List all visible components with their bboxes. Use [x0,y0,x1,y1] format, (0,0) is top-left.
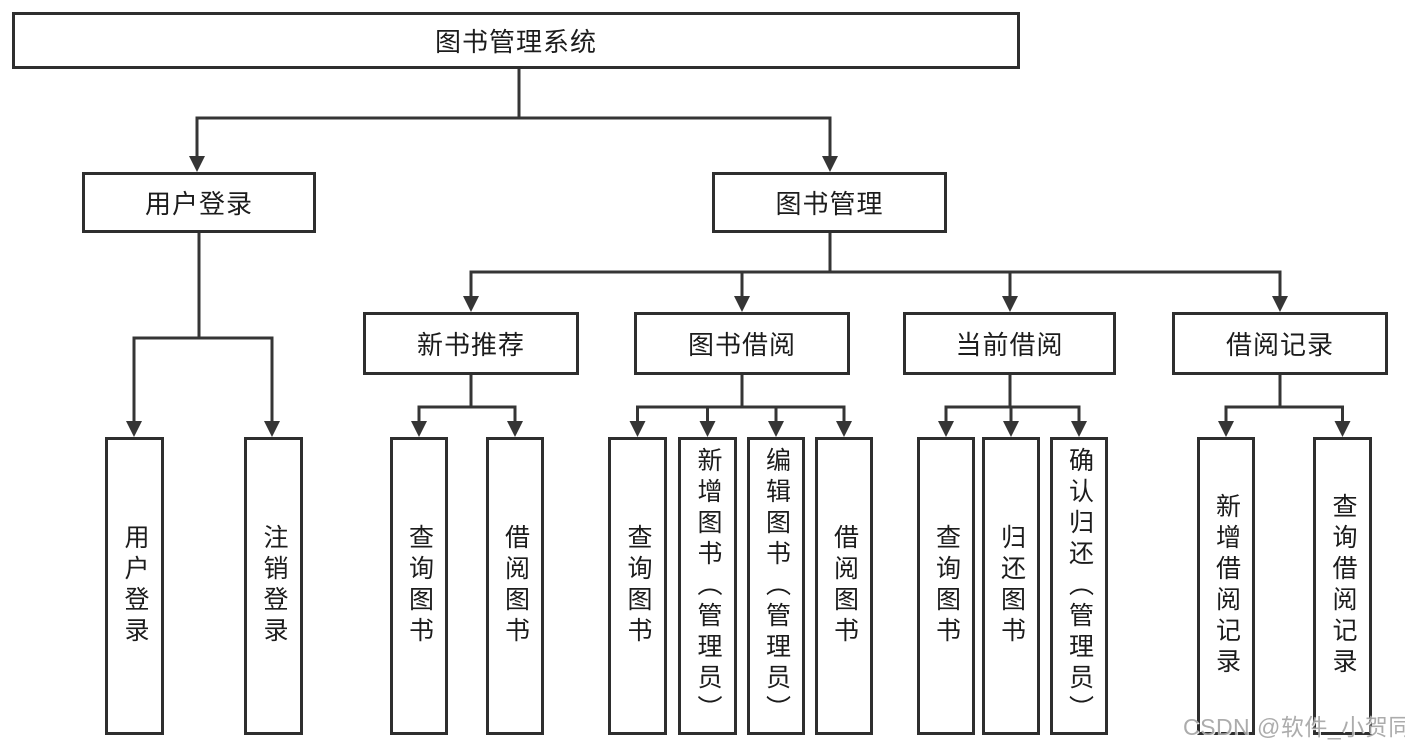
node-label: 新增借阅记录 [1212,493,1241,679]
leaf-user-login: 用户登录 [105,437,164,735]
node-label: 查询图书 [405,524,434,648]
connector-new-book-children [411,375,523,437]
node-label: 查询图书 [624,524,652,648]
connector-book-management-children [463,233,1288,312]
node-label: 图书管理 [775,189,884,219]
node-label: 注销登录 [260,524,288,648]
node-label: 用户登录 [121,524,149,648]
node-label: 查询图书 [932,524,961,648]
connector-book-borrow-children [629,375,852,437]
node-label: 借阅记录 [1225,330,1334,360]
node-book-borrow: 图书借阅 [634,312,850,375]
node-book-management: 图书管理 [712,172,947,233]
leaf-add-borrow-record: 新增借阅记录 [1197,437,1255,735]
node-user-login: 用户登录 [82,172,316,233]
leaf-add-books-admin: 新增图书（管理员） [678,437,737,735]
node-label: 新增图书（管理员） [694,446,722,726]
connector-current-borrow-children [938,375,1087,437]
connector-user-login-children [126,233,280,437]
leaf-return-books: 归还图书 [982,437,1040,735]
node-label: 归还图书 [997,524,1026,648]
leaf-borrow-books-recommend: 借阅图书 [486,437,544,735]
watermark: CSDN @软件_小贺同学 [1183,714,1405,740]
leaf-borrow-books: 借阅图书 [815,437,873,735]
node-label: 图书管理系统 [434,27,597,57]
connector-root-to-level2 [189,69,838,172]
node-library-management-system: 图书管理系统 [12,12,1020,69]
leaf-confirm-return-admin: 确认归还（管理员） [1050,437,1108,735]
node-label: 当前借阅 [955,330,1064,360]
leaf-edit-books-admin: 编辑图书（管理员） [747,437,805,735]
node-label: 新书推荐 [416,330,525,360]
leaf-query-books-borrow: 查询图书 [608,437,667,735]
node-label: 借阅图书 [501,524,530,648]
connector-borrow-records-children [1218,375,1351,437]
leaf-query-books-current: 查询图书 [917,437,975,735]
node-current-borrow: 当前借阅 [903,312,1116,375]
leaf-logout: 注销登录 [244,437,303,735]
node-new-book-recommend: 新书推荐 [363,312,579,375]
node-label: 编辑图书（管理员） [762,446,791,726]
node-label: 借阅图书 [830,524,859,648]
leaf-query-borrow-record: 查询借阅记录 [1313,437,1372,735]
node-label: 图书借阅 [687,330,796,360]
leaf-query-books-recommend: 查询图书 [390,437,448,735]
node-borrow-records: 借阅记录 [1172,312,1388,375]
node-label: 用户登录 [144,189,253,219]
node-label: 查询借阅记录 [1329,493,1357,679]
node-label: 确认归还（管理员） [1065,446,1094,726]
